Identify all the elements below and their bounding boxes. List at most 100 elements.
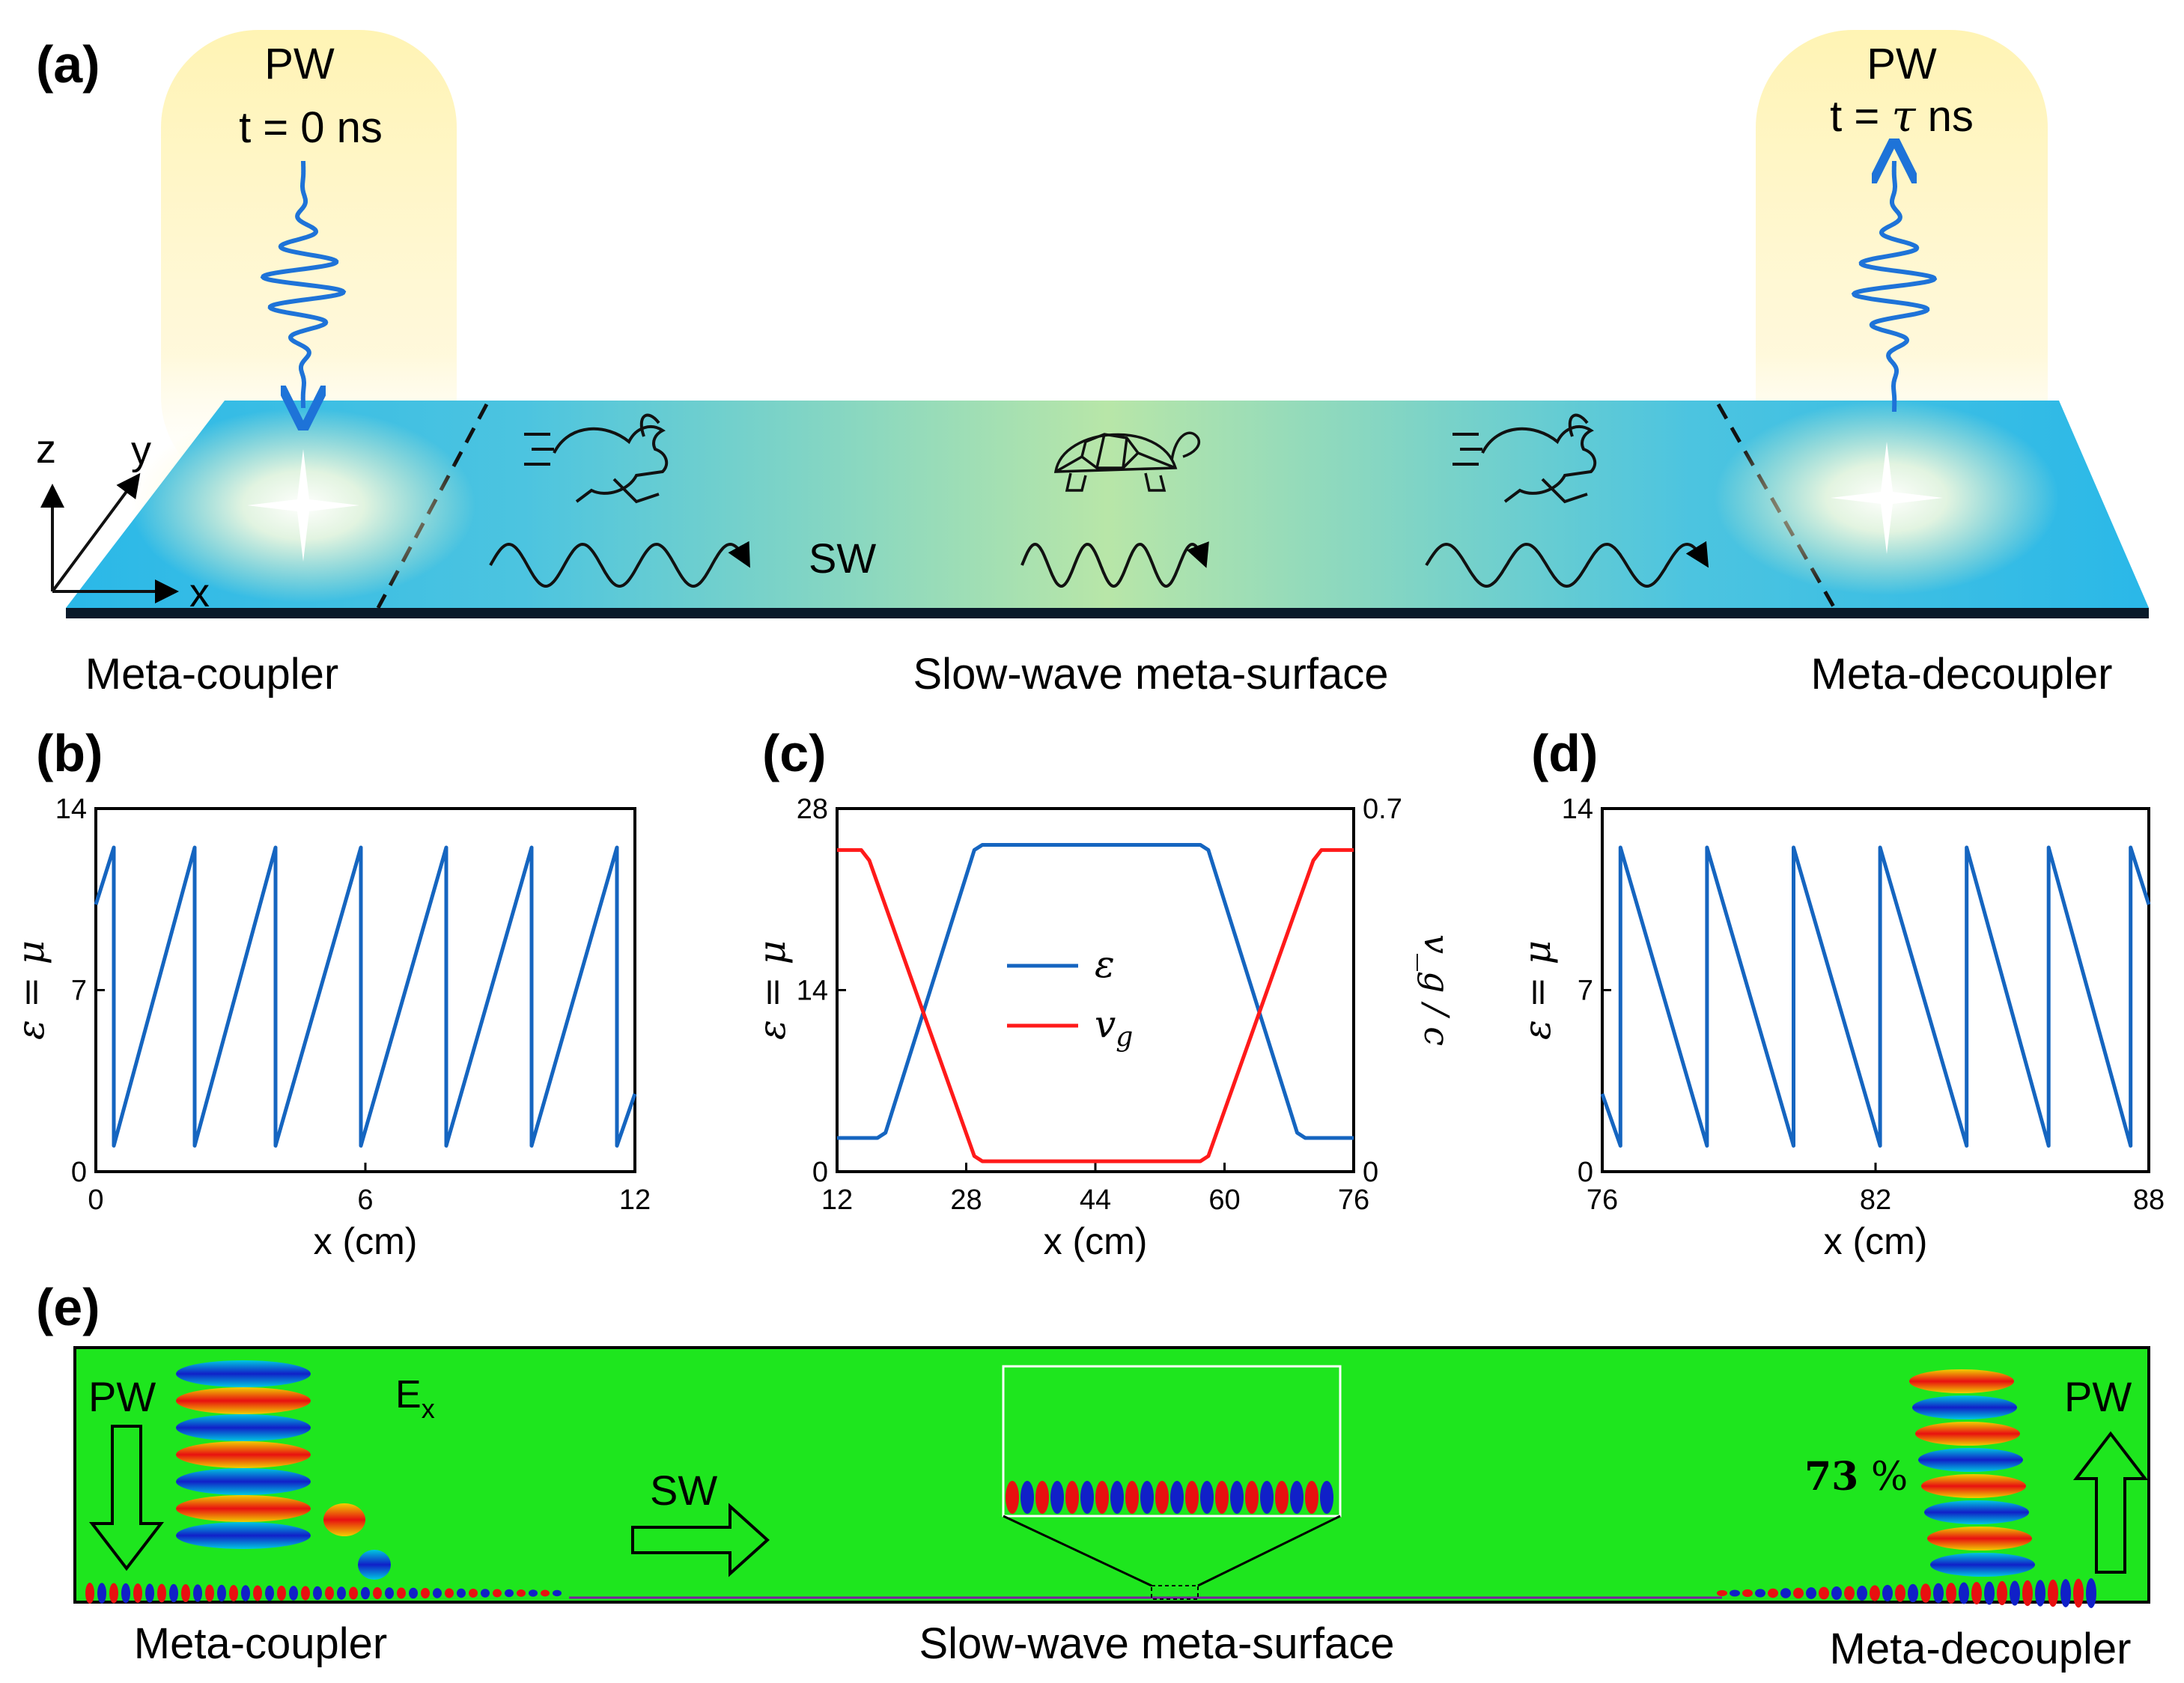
field-lobe xyxy=(1806,1587,1816,1599)
field-lobe xyxy=(1742,1589,1753,1598)
inset-lobe xyxy=(1020,1481,1034,1514)
field-lobe xyxy=(421,1588,430,1598)
source-title: PW xyxy=(264,40,335,88)
field-lobe xyxy=(457,1588,466,1598)
inset-lobe xyxy=(1200,1481,1214,1514)
field-lobe xyxy=(176,1387,311,1414)
field-lobe xyxy=(289,1586,298,1601)
x-axis-label: x (cm) xyxy=(1044,1220,1148,1262)
inset-lobe xyxy=(1080,1481,1094,1514)
inset-lobe xyxy=(1035,1481,1049,1514)
field-lobe xyxy=(301,1586,310,1601)
field-lobe xyxy=(1909,1369,2014,1393)
y2-tick-label: 0.7 xyxy=(1363,794,1402,825)
sink-beam xyxy=(1756,30,2048,494)
field-lobe xyxy=(1831,1586,1842,1600)
x-tick-label: 0 xyxy=(88,1184,103,1216)
outgoing-pulse-icon xyxy=(1851,161,1938,412)
x-tick-label: 88 xyxy=(2133,1184,2165,1216)
inset-lobe xyxy=(1110,1481,1124,1514)
field-lobe xyxy=(265,1585,274,1601)
field-lobe xyxy=(2022,1580,2033,1607)
field-lobe xyxy=(181,1584,190,1602)
rabbit-icon xyxy=(1453,413,1597,504)
field-lobe xyxy=(505,1589,514,1598)
field-lobe xyxy=(176,1414,311,1441)
field-lobe xyxy=(229,1585,238,1601)
meta-decoupler-label-e: Meta-decoupler xyxy=(1830,1625,2132,1673)
series-line xyxy=(94,845,637,1148)
panel-e: (e) PW Ex PW SW 73 % Meta-coupler Slow-w… xyxy=(36,1278,2150,1673)
field-lobe xyxy=(1793,1587,1804,1599)
field-lobe xyxy=(1844,1586,1855,1601)
field-lobe xyxy=(2073,1578,2084,1608)
field-lobe xyxy=(1717,1590,1727,1596)
incoming-pulse-icon xyxy=(260,161,347,408)
zoom-source-box xyxy=(1151,1585,1199,1600)
sink-time: t = τ ns xyxy=(1830,91,1974,141)
field-lobe xyxy=(529,1589,538,1597)
field-lobe xyxy=(313,1586,322,1601)
x-axis-label: x (cm) xyxy=(1824,1220,1928,1262)
series-line-epsilon xyxy=(837,843,1354,1140)
field-lobe xyxy=(121,1583,130,1604)
field-lobe xyxy=(1768,1588,1778,1598)
slab-edge xyxy=(66,608,2149,618)
y-tick-label: 28 xyxy=(797,794,828,825)
series-line xyxy=(1600,845,2151,1148)
field-pattern-left xyxy=(176,1360,391,1580)
field-lobe xyxy=(1946,1583,1956,1604)
inset-lobe xyxy=(1155,1481,1169,1514)
field-lobe xyxy=(176,1360,311,1387)
legend-label-vg: vg xyxy=(1095,1002,1133,1053)
field-lobe xyxy=(1971,1582,1982,1604)
field-lobe xyxy=(1920,1583,1931,1603)
axis-triad xyxy=(40,472,179,603)
axis-z-label: z xyxy=(36,427,56,472)
inset-lobe xyxy=(1006,1481,1019,1514)
field-lobe xyxy=(445,1588,454,1598)
field-lobe xyxy=(1882,1584,1893,1602)
field-lobe xyxy=(349,1586,358,1600)
surface-wave-right xyxy=(1425,541,1709,588)
surface-wave-label: SW xyxy=(809,535,876,582)
meta-coupler-label-e: Meta-coupler xyxy=(134,1619,387,1668)
panel-a-label: (a) xyxy=(36,35,100,94)
sw-right-arrow-icon xyxy=(631,1503,770,1577)
field-lobe xyxy=(323,1503,365,1536)
inset-lobe xyxy=(1305,1481,1318,1514)
field-lobe xyxy=(1924,1500,2029,1524)
inset-lobe xyxy=(1140,1481,1154,1514)
panel-c-label: (c) xyxy=(762,724,827,782)
field-lobe xyxy=(133,1583,142,1603)
field-lobe xyxy=(397,1587,406,1599)
slow-wave-label-e: Slow-wave meta-surface xyxy=(919,1619,1395,1668)
field-lobe xyxy=(385,1587,394,1599)
y-tick-label: 7 xyxy=(71,976,87,1007)
slow-wave-label: Slow-wave meta-surface xyxy=(913,650,1389,699)
field-lobe xyxy=(493,1589,502,1598)
plot-frame-b xyxy=(94,807,636,1173)
field-lobe xyxy=(2048,1579,2058,1607)
x-tick-label: 28 xyxy=(950,1184,982,1216)
field-lobe xyxy=(1959,1582,1969,1604)
field-lobe xyxy=(1870,1585,1880,1601)
field-lobe xyxy=(1730,1589,1740,1597)
surface-wave-left xyxy=(489,541,750,588)
field-lobe xyxy=(541,1589,550,1597)
field-lobe xyxy=(361,1586,370,1600)
x-tick-label: 76 xyxy=(1338,1184,1369,1216)
x-axis-label: x (cm) xyxy=(314,1220,418,1262)
source-star-icon xyxy=(247,449,359,561)
x-tick-label: 82 xyxy=(1860,1184,1891,1216)
inset-lobe xyxy=(1275,1481,1289,1514)
panel-a: (a) PW t = 0 ns PW t = τ ns SW xyxy=(36,30,2149,699)
field-lobe xyxy=(1927,1527,2032,1550)
field-lobe xyxy=(409,1587,418,1599)
field-lobe xyxy=(481,1589,490,1598)
field-lobe xyxy=(176,1468,311,1495)
field-lobe xyxy=(217,1584,226,1602)
meta-surface-slab xyxy=(66,401,2149,608)
y2-tick-label: 0 xyxy=(1363,1157,1378,1188)
